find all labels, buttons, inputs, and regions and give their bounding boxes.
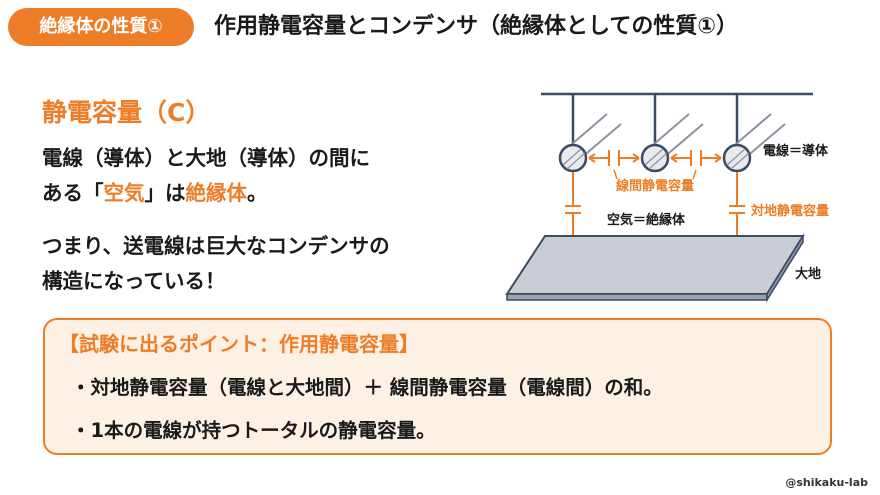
intro-line-1: 電線（導体）と大地（導体）の間に [42, 146, 370, 170]
insulator-hangers [571, 94, 739, 146]
exam-point-title: 【試験に出るポイント：作用静電容量】 [59, 332, 419, 356]
ground-cap-label: 対地静電容量 [750, 203, 829, 219]
conductor-2 [640, 143, 670, 173]
conductor-1 [558, 143, 588, 173]
credit-text: @shikaku-lab [785, 476, 868, 489]
summary-line-1: つまり、送電線は巨大なコンデンサの [42, 234, 390, 258]
conductor-label: 電線＝導体 [763, 143, 829, 159]
highlight-air: 空気 [103, 181, 145, 205]
wire-tails [564, 113, 786, 159]
line-cap-leader [613, 169, 697, 180]
text-fragment: 。 [247, 181, 268, 205]
section-heading: 静電容量（C） [42, 98, 211, 127]
text-fragment: 」は [144, 181, 186, 205]
ground-slab [505, 233, 805, 303]
page-title: 作用静電容量とコンデンサ（絶縁体としての性質①） [214, 14, 738, 39]
conductors [558, 143, 752, 173]
ground-label: 大地 [795, 266, 821, 282]
section-badge: 絶縁体の性質① [8, 8, 194, 46]
intro-paragraph: 電線（導体）と大地（導体）の間に ある「空気」は絶縁体。 [42, 141, 370, 211]
air-label: 空気＝絶縁体 [607, 212, 686, 228]
intro-line-2: ある「空気」は絶縁体。 [42, 176, 370, 211]
summary-line-2: 構造になっている！ [42, 269, 226, 293]
capacitance-diagram: 線間静電容量 電線＝導体 対地静電容量 空気＝絶縁体 大地 [505, 92, 829, 303]
line-capacitors [588, 150, 722, 166]
line-cap-label: 線間静電容量 [616, 178, 694, 194]
text-fragment: ある「 [42, 181, 104, 205]
highlight-insulator: 絶縁体 [185, 181, 248, 205]
summary-paragraph: つまり、送電線は巨大なコンデンサの 構造になっている！ [42, 229, 390, 299]
conductor-3 [722, 143, 752, 173]
exam-point-box: 【試験に出るポイント：作用静電容量】 ・対地静電容量（電線と大地間）＋ 線間静電… [43, 318, 832, 455]
exam-point-bullet-1: ・対地静電容量（電線と大地間）＋ 線間静電容量（電線間）の和。 [71, 376, 663, 399]
exam-point-bullet-2: ・1本の電線が持つトータルの静電容量。 [71, 419, 436, 442]
